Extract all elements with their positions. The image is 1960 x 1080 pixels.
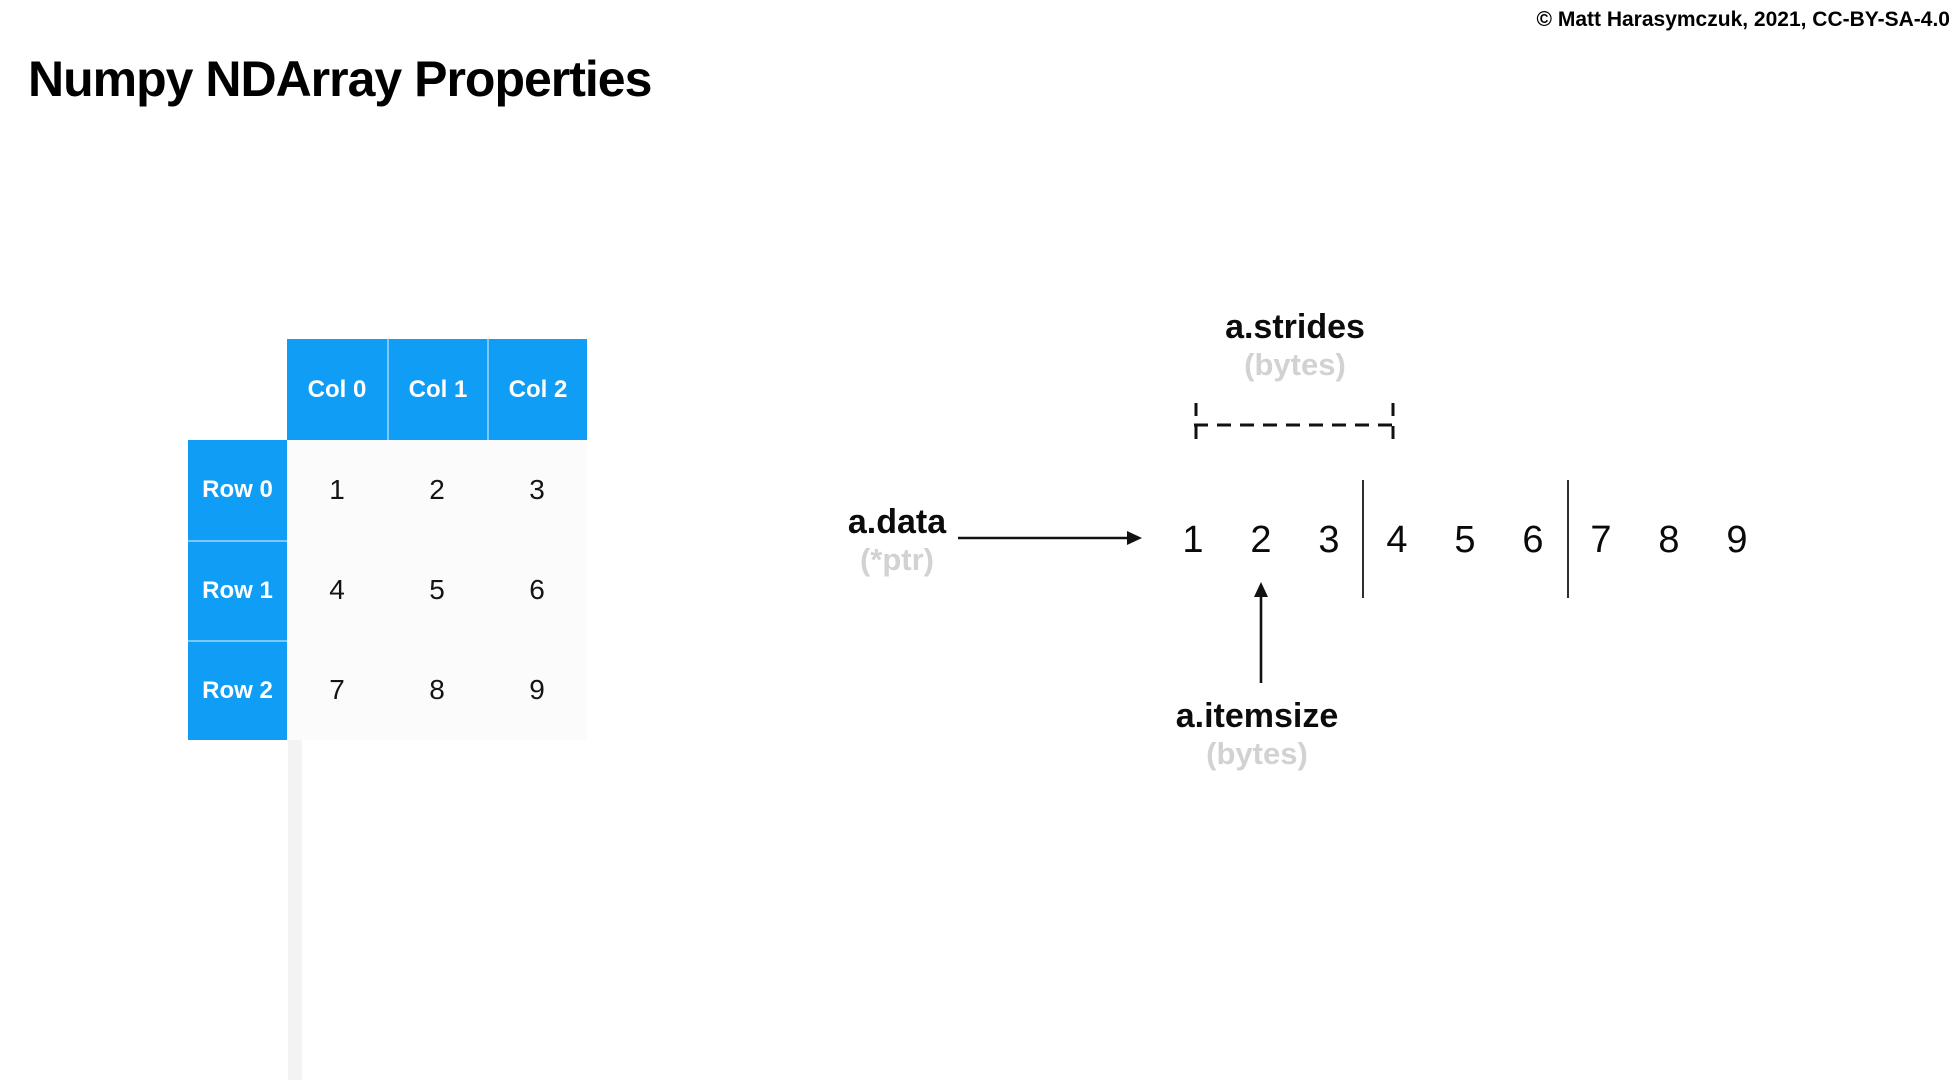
data-label: a.data <box>847 503 947 541</box>
table-cell: 6 <box>529 574 545 605</box>
memory-value: 2 <box>1250 518 1272 561</box>
column-header-col0: Col 0 <box>307 375 367 403</box>
data-label-block: a.data (*ptr) <box>797 504 997 579</box>
table-row-header-column: Row 0 Row 1 Row 2 <box>188 440 287 740</box>
table-cell: 1 <box>329 474 345 505</box>
strides-sublabel: (bytes) <box>1244 347 1346 382</box>
memory-value: 9 <box>1726 518 1748 561</box>
strides-label-block: a.strides (bytes) <box>1190 309 1400 384</box>
page-title: Numpy NDArray Properties <box>28 51 652 107</box>
table-cell: 2 <box>429 474 445 505</box>
itemsize-sublabel: (bytes) <box>1206 736 1308 771</box>
memory-value: 5 <box>1454 518 1476 561</box>
table-cell: 9 <box>529 674 545 705</box>
table-cell: 7 <box>329 674 345 705</box>
memory-value: 1 <box>1182 518 1204 561</box>
itemsize-label-block: a.itemsize (bytes) <box>1147 698 1367 773</box>
table-body: 1 2 3 4 5 6 7 8 9 <box>287 440 587 740</box>
memory-group-divider <box>1362 480 1364 598</box>
stride-bracket-icon <box>1194 403 1395 441</box>
itemsize-arrow-icon <box>1254 582 1268 683</box>
row-header-row0: Row 0 <box>202 476 273 503</box>
memory-value: 4 <box>1386 518 1408 561</box>
memory-group-divider <box>1567 480 1569 598</box>
memory-value: 6 <box>1522 518 1544 561</box>
column-header-col2: Col 2 <box>487 339 587 440</box>
faint-column-strip <box>288 740 302 1080</box>
row-header-row1: Row 1 <box>188 540 287 640</box>
memory-value: 8 <box>1658 518 1680 561</box>
memory-value: 7 <box>1590 518 1612 561</box>
data-pointer-arrow-icon <box>958 531 1142 545</box>
table-cell: 5 <box>429 574 445 605</box>
table-column-header-row: Col 0 Col 1 Col 2 <box>287 339 587 440</box>
strides-label: a.strides <box>1225 308 1365 346</box>
data-sublabel: (*ptr) <box>859 542 935 577</box>
copyright-notice: © Matt Harasymczuk, 2021, CC-BY-SA-4.0 <box>1536 8 1950 31</box>
table-cell: 4 <box>329 574 345 605</box>
table-cell: 8 <box>429 674 445 705</box>
row-header-row2: Row 2 <box>188 640 287 740</box>
table-cell: 3 <box>529 474 545 505</box>
column-header-col1: Col 1 <box>387 339 487 440</box>
memory-row: 1 2 3 4 5 6 7 8 9 <box>1159 512 1771 568</box>
memory-value: 3 <box>1318 518 1340 561</box>
itemsize-label: a.itemsize <box>1175 697 1339 735</box>
